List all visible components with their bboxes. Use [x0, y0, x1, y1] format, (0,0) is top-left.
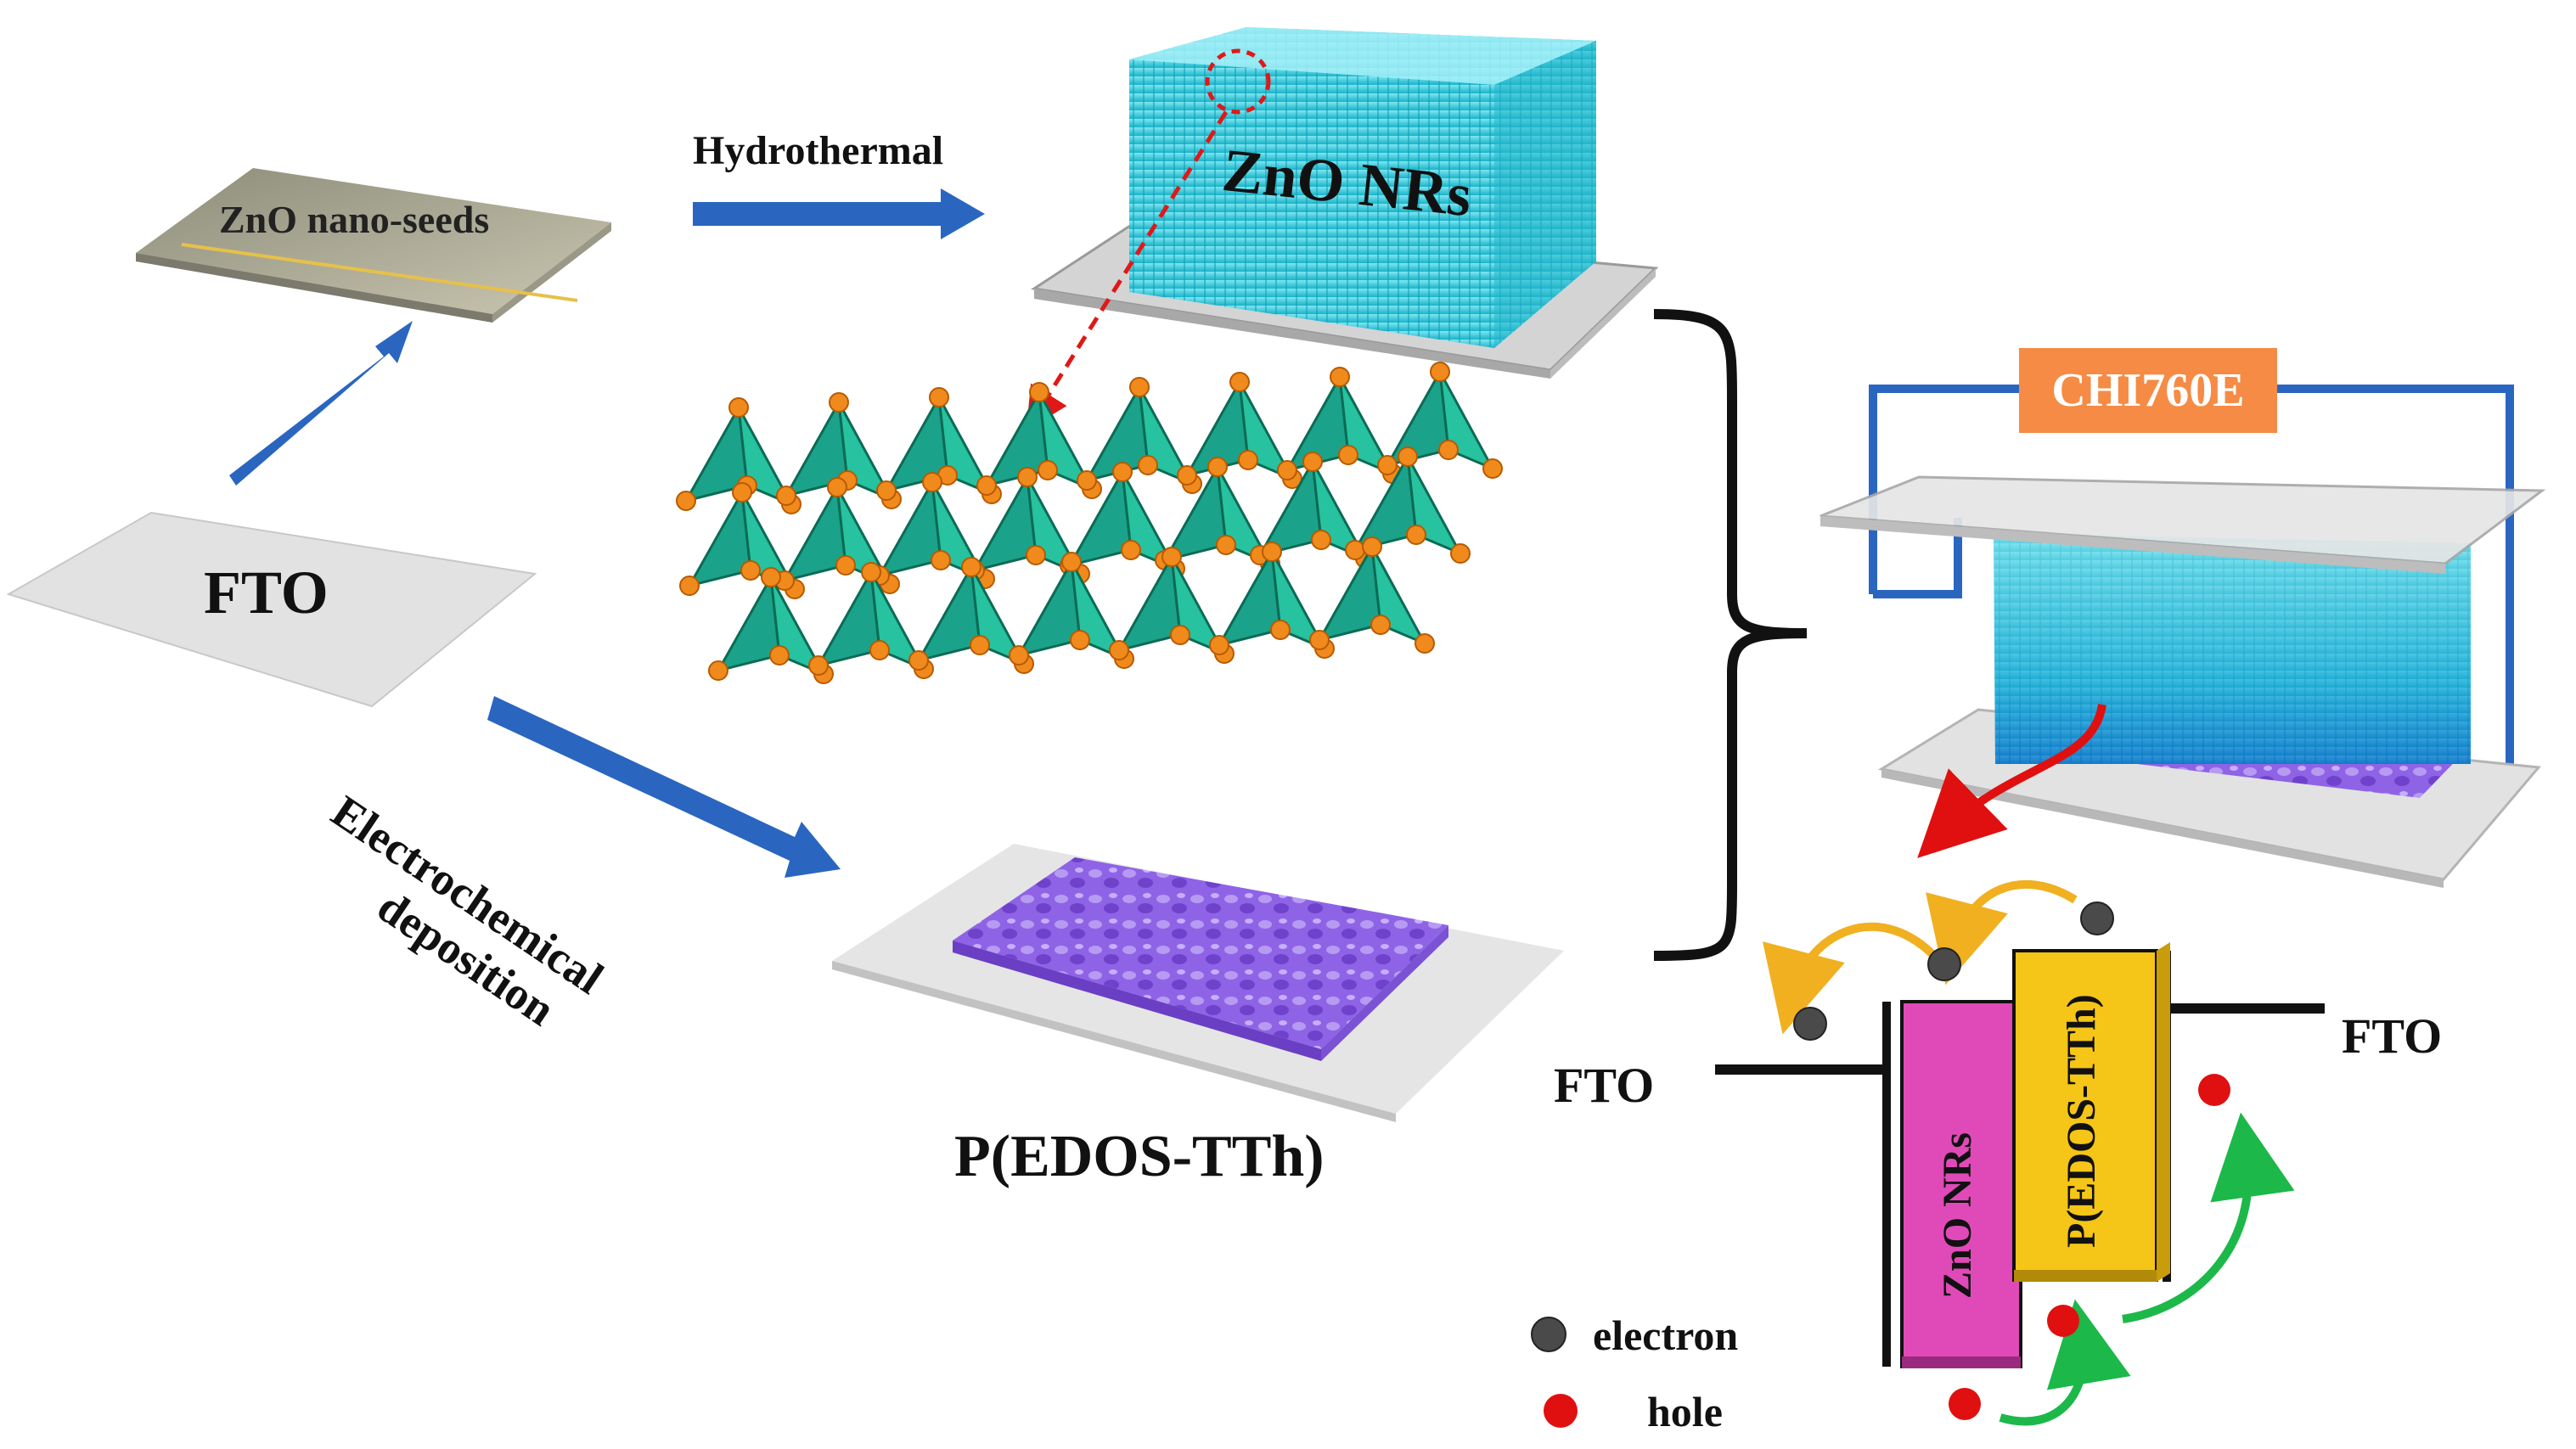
label-polymer: P(EDOS-TTh) — [954, 1124, 1325, 1189]
atom — [1207, 457, 1228, 477]
atom — [1311, 530, 1331, 550]
electron-particle — [1927, 947, 1961, 981]
atom — [1482, 458, 1503, 479]
atom — [1370, 615, 1391, 635]
atom — [1038, 460, 1058, 480]
atom — [1430, 362, 1450, 382]
atom — [769, 645, 790, 666]
label-hydrothermal: Hydrothermal — [693, 128, 944, 173]
atom — [1270, 620, 1291, 640]
label-fto-substrate: FTO — [204, 559, 329, 626]
atom — [1309, 630, 1330, 650]
atom — [929, 387, 949, 407]
atom — [1009, 645, 1029, 666]
atom — [1061, 552, 1082, 572]
atom — [708, 660, 728, 681]
band-diagram — [1715, 879, 2325, 1426]
legend-electron-label: electron — [1593, 1311, 1739, 1359]
atom — [1017, 467, 1038, 487]
zno-nanorods-assembly — [1026, 27, 1659, 431]
label-zno-seeds: ZnO nano-seeds — [219, 198, 490, 241]
atom — [827, 477, 847, 497]
atom — [876, 480, 897, 501]
atom — [1338, 445, 1358, 465]
atom — [1398, 446, 1418, 467]
atom — [961, 557, 981, 577]
atom — [861, 562, 881, 582]
atom — [1109, 640, 1129, 660]
atom — [1077, 470, 1097, 491]
polymer-block-label: P(EDOS-TTh) — [2059, 994, 2104, 1248]
atom — [1238, 450, 1258, 470]
atom — [808, 655, 829, 676]
atom — [931, 550, 951, 570]
atom — [1026, 545, 1046, 565]
electron-particle — [2080, 901, 2114, 935]
process-arrow-up — [229, 321, 413, 486]
atom — [976, 475, 997, 496]
atom — [1121, 540, 1141, 560]
band-left-fto: FTO — [1554, 1058, 1655, 1113]
band-right-fto: FTO — [2342, 1008, 2443, 1064]
atom — [1362, 536, 1382, 557]
atom — [1129, 377, 1150, 397]
electron-particle — [1793, 1007, 1827, 1041]
atom — [1345, 540, 1365, 560]
legend-electron-icon — [1531, 1317, 1566, 1352]
atom — [869, 640, 890, 660]
atom — [908, 650, 929, 671]
atom — [1302, 452, 1323, 472]
atom — [835, 555, 856, 576]
atom — [1177, 465, 1197, 486]
legend-hole-icon — [1544, 1394, 1578, 1428]
atom — [1029, 382, 1049, 402]
hole-particle — [1949, 1388, 1981, 1420]
polymer-film-assembly — [832, 844, 1564, 1122]
atom — [1112, 462, 1133, 482]
atom — [1450, 543, 1471, 564]
zno-block — [1900, 1000, 2022, 1368]
atom — [1209, 635, 1229, 655]
zno-crystal-structure — [676, 362, 1503, 684]
atom — [761, 567, 781, 587]
atom — [728, 397, 749, 418]
legend-hole-label: hole — [1647, 1388, 1723, 1435]
atom — [1229, 372, 1250, 392]
assembled-device — [1820, 385, 2546, 888]
atom — [776, 486, 796, 506]
zno-seeds-substrate — [136, 168, 611, 323]
fto-substrate — [6, 511, 537, 708]
atom — [829, 392, 849, 413]
atom — [1262, 542, 1282, 562]
atom — [1406, 525, 1426, 545]
atom — [970, 635, 990, 655]
atom — [922, 472, 942, 492]
hole-particle — [2198, 1074, 2230, 1106]
zno-block-label: ZnO NRs — [1935, 1132, 1980, 1299]
process-arrow-hydrothermal — [693, 188, 985, 239]
instrument-label: CHI760E — [2019, 348, 2277, 433]
atom — [1415, 633, 1435, 654]
atom — [1070, 630, 1090, 650]
atom — [732, 482, 752, 503]
atom — [740, 560, 761, 581]
atom — [1170, 625, 1190, 645]
atom — [1138, 455, 1158, 475]
process-arrow-electrochemical — [487, 696, 841, 878]
hole-particle — [2047, 1305, 2079, 1337]
atom — [1438, 440, 1459, 460]
atom — [1161, 547, 1182, 567]
atom — [679, 576, 700, 596]
atom — [1277, 460, 1297, 480]
atom — [1216, 535, 1236, 555]
assembly-bracket — [1653, 309, 1808, 961]
atom — [1330, 367, 1350, 387]
atom — [1377, 455, 1398, 475]
polymer-block — [2012, 949, 2158, 1282]
atom — [676, 491, 696, 511]
carriers — [1793, 901, 2230, 1420]
